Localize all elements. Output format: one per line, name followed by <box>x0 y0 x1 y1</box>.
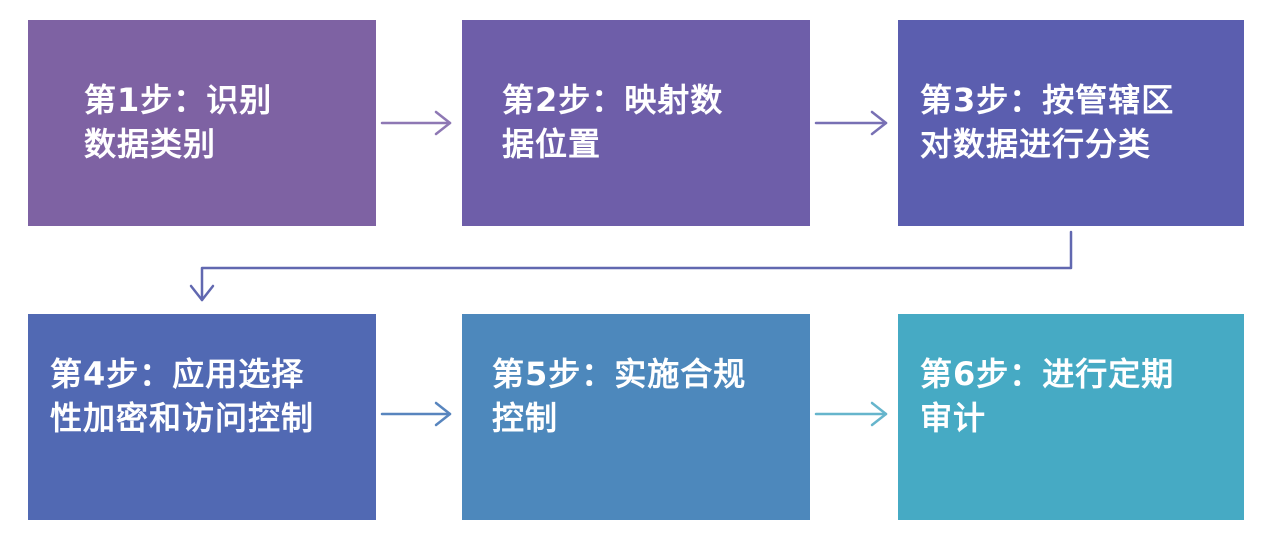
step-6-label: 第6步：进行定期 审计 <box>920 355 1175 437</box>
step-3-box: 第3步：按管辖区 对数据进行分类 <box>898 20 1244 226</box>
step-1-box: 第1步：识别 数据类别 <box>28 20 376 226</box>
step-5-label: 第5步：实施合规 控制 <box>492 355 747 437</box>
arrow-step4-to-step5 <box>380 401 452 427</box>
arrow-step5-to-step6 <box>814 401 888 427</box>
step-2-box: 第2步：映射数 据位置 <box>462 20 810 226</box>
step-1-label: 第1步：识别 数据类别 <box>84 81 273 163</box>
step-3-label: 第3步：按管辖区 对数据进行分类 <box>920 81 1175 163</box>
arrow-step3-to-step4 <box>189 230 1073 302</box>
step-5-box: 第5步：实施合规 控制 <box>462 314 810 520</box>
arrow-step1-to-step2 <box>380 110 452 136</box>
step-4-label: 第4步：应用选择 性加密和访问控制 <box>50 355 315 437</box>
step-4-box: 第4步：应用选择 性加密和访问控制 <box>28 314 376 520</box>
step-6-box: 第6步：进行定期 审计 <box>898 314 1244 520</box>
step-2-label: 第2步：映射数 据位置 <box>502 81 724 163</box>
arrow-step2-to-step3 <box>814 110 888 136</box>
